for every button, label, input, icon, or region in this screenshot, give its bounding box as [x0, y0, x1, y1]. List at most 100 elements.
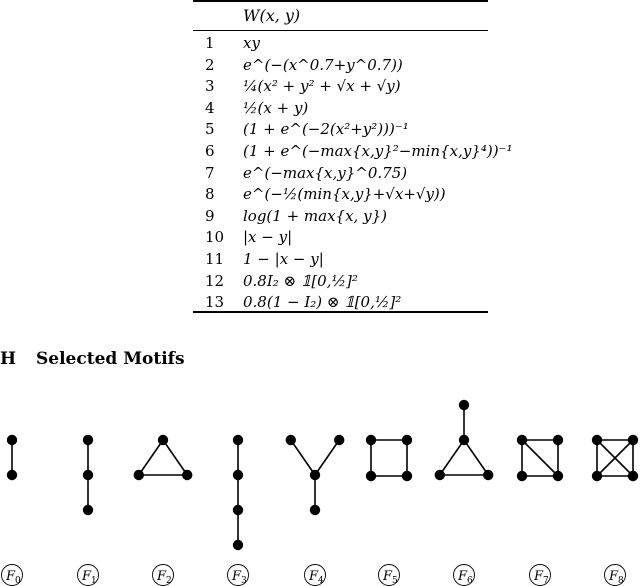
motif-node [516, 470, 528, 482]
motif-edge [439, 439, 465, 476]
table-top-rule [193, 0, 488, 2]
table-header-rule [193, 30, 488, 31]
motif-node [401, 434, 413, 446]
row-formula: e^(−½(min{x,y}+√x+√y)) [243, 185, 446, 204]
motif-node [552, 470, 564, 482]
motif-node [232, 504, 244, 516]
row-index: 12 [205, 271, 225, 290]
row-formula: ½(x + y) [243, 98, 309, 117]
motif-node [591, 434, 603, 446]
row-formula: e^(−(x^0.7+y^0.7)) [243, 55, 403, 74]
row-formula: (1 + e^(−max{x,y}²−min{x,y}⁴))⁻¹ [243, 142, 513, 160]
table-row: 12 0.8I₂ ⊗ 𝟙[0,½]² [193, 272, 488, 293]
motif-label: F2 [156, 569, 172, 586]
row-formula: |x − y| [243, 228, 293, 247]
row-index: 2 [205, 55, 215, 74]
section-title: Selected Motifs [36, 349, 185, 369]
motif-edge [463, 439, 489, 476]
motif-node [232, 434, 244, 446]
motif-label: F8 [608, 569, 624, 586]
table-row: 6 (1 + e^(−max{x,y}²−min{x,y}⁴))⁻¹ [193, 142, 512, 163]
motif-node [627, 470, 639, 482]
motif-f8: F8 [591, 434, 639, 586]
table-row: 5 (1 + e^(−2(x²+y²)))⁻¹ [193, 120, 488, 141]
motif-label: F1 [81, 569, 97, 586]
motif-node [458, 399, 470, 411]
motif-node [401, 470, 413, 482]
motif-node [334, 434, 345, 446]
motif-node [232, 539, 244, 551]
motif-node [82, 504, 94, 516]
row-index: 4 [205, 98, 215, 117]
motif-node [6, 434, 18, 446]
motif-edge [314, 439, 340, 476]
motif-f0: F0 [1, 434, 23, 586]
row-index: 7 [205, 163, 215, 182]
table-row: 10 |x − y| [193, 228, 488, 249]
motif-f4: F4 [285, 434, 345, 586]
table-row: 8 e^(−½(min{x,y}+√x+√y)) [193, 185, 488, 206]
section-number: H [0, 349, 17, 369]
motif-node [309, 504, 321, 516]
row-index: 1 [205, 34, 215, 52]
motif-label: F7 [533, 569, 549, 586]
table-row: 2 e^(−(x^0.7+y^0.7)) [193, 56, 488, 77]
motif-node [434, 469, 445, 481]
motif-node [6, 469, 18, 481]
motif-node [82, 434, 94, 446]
motif-label: F0 [5, 569, 21, 586]
table-header-function: W(x, y) [243, 6, 301, 25]
motif-label: F5 [382, 569, 398, 586]
motif-node [627, 434, 639, 446]
row-formula: 0.8(1 − I₂) ⊗ 𝟙[0,½]² [243, 293, 402, 312]
motif-node [458, 434, 470, 446]
motif-edge [290, 439, 316, 476]
row-index: 8 [205, 185, 215, 204]
motif-edge [162, 439, 188, 476]
motif-node [285, 434, 296, 446]
row-index: 11 [205, 250, 225, 268]
motif-f1: F1 [77, 434, 99, 586]
motif-f5: F5 [365, 434, 413, 586]
row-index: 6 [205, 142, 215, 160]
motif-node [82, 469, 94, 481]
motif-node [483, 469, 494, 481]
motif-label: F4 [308, 569, 324, 586]
row-formula: 1 − |x − y| [243, 250, 324, 268]
motif-node [365, 470, 377, 482]
motif-f2: F2 [133, 434, 193, 586]
motif-node [133, 469, 144, 481]
motif-node [591, 470, 603, 482]
motif-node [309, 469, 321, 481]
row-index: 10 [205, 228, 225, 247]
row-formula: e^(−max{x,y}^0.75) [243, 163, 408, 182]
table-row: 4 ½(x + y) [193, 99, 488, 120]
motif-label: F6 [457, 569, 473, 586]
row-formula: log(1 + max{x, y}) [243, 206, 387, 225]
motif-f3: F3 [227, 434, 249, 586]
motif-f6: F6 [434, 399, 494, 586]
table-row: 1 xy [193, 34, 488, 55]
motif-f7: F7 [516, 434, 564, 586]
motif-node [182, 469, 193, 481]
table-row: 11 1 − |x − y| [193, 250, 488, 271]
motif-edge [596, 439, 634, 477]
motif-edge [138, 439, 164, 476]
row-formula: xy [243, 34, 260, 52]
motif-node [516, 434, 528, 446]
table-bottom-rule [193, 311, 488, 313]
row-index: 13 [205, 293, 225, 312]
motif-node [232, 469, 244, 481]
motif-edge [521, 439, 559, 477]
row-formula: 0.8I₂ ⊗ 𝟙[0,½]² [243, 271, 358, 290]
row-formula: (1 + e^(−2(x²+y²)))⁻¹ [243, 120, 409, 139]
motif-node [552, 434, 564, 446]
motif-label: F3 [231, 569, 247, 586]
motif-node [365, 434, 377, 446]
row-formula: ¼(x² + y² + √x + √y) [243, 77, 401, 96]
motif-node [157, 434, 169, 446]
row-index: 5 [205, 120, 215, 139]
